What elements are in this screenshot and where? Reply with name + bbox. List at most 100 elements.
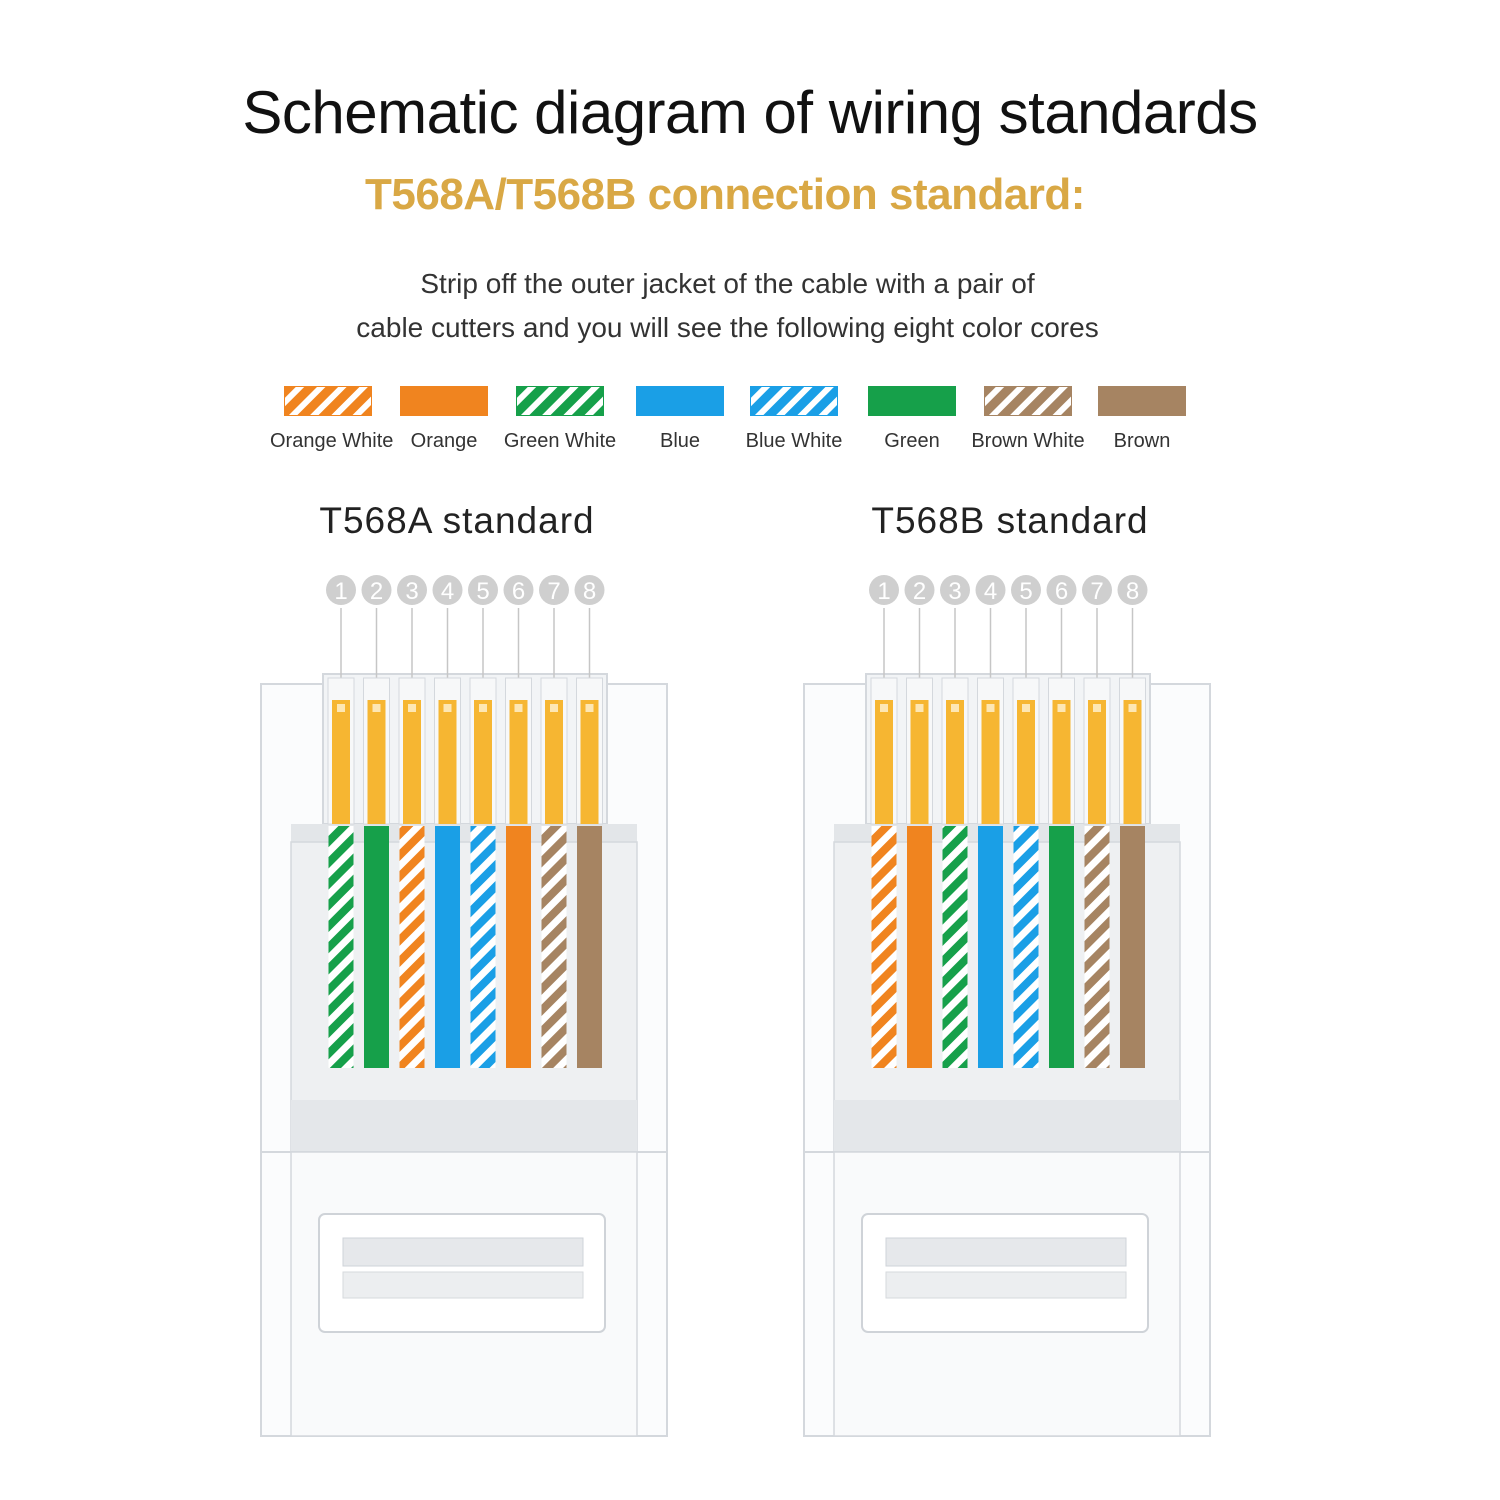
wire-core — [577, 826, 602, 1068]
contact-highlight — [443, 704, 452, 712]
contact-highlight — [372, 704, 381, 712]
pin-number-badge: 7 — [1082, 575, 1112, 605]
pin-number: 6 — [1055, 578, 1068, 605]
pin-badge-circle — [1011, 575, 1041, 605]
gold-contact — [875, 700, 893, 824]
legend-item-brown: Brown — [1084, 386, 1200, 453]
wire-core — [942, 826, 968, 1068]
page-subtitle: T568A/T568B connection standard: — [365, 170, 1085, 219]
contact-highlight — [951, 704, 959, 712]
gold-contact — [1052, 700, 1071, 824]
pin-badge-circle — [904, 575, 935, 605]
contact-highlight — [986, 704, 995, 712]
pin-badge-circle — [574, 575, 605, 605]
gold-contact — [509, 700, 528, 824]
pin-number-badge: 4 — [432, 575, 463, 605]
legend-label: Green White — [503, 430, 617, 452]
contact-highlight — [1093, 704, 1101, 712]
contact-highlight — [479, 704, 487, 712]
pin-number-badge: 2 — [904, 575, 935, 605]
pin-badge-circle — [1117, 575, 1148, 605]
pin-badge-circle — [1046, 575, 1077, 605]
legend-swatch — [400, 386, 488, 416]
pin-number: 7 — [1090, 578, 1103, 605]
wire-core — [978, 826, 1003, 1068]
wire-core — [328, 826, 354, 1068]
wire-core — [1120, 826, 1145, 1068]
pin-badge-circle — [397, 575, 427, 605]
pin-number: 8 — [1126, 578, 1139, 605]
legend-swatch — [1098, 386, 1186, 416]
pin-number: 6 — [512, 578, 525, 605]
pin-badge-circle — [539, 575, 569, 605]
contact-highlight — [1128, 704, 1137, 712]
wire-core — [399, 826, 425, 1068]
wire-core — [506, 826, 531, 1068]
contact-highlight — [880, 704, 888, 712]
pin-number-badge: 6 — [1046, 575, 1077, 605]
gold-contact — [367, 700, 386, 824]
pin-number: 1 — [877, 578, 890, 605]
contact-highlight — [337, 704, 345, 712]
legend-label: Brown — [1113, 430, 1171, 452]
pin-number-badge: 1 — [326, 575, 356, 605]
pin-number: 2 — [370, 578, 383, 605]
gold-contact — [545, 700, 563, 824]
legend-label: Orange — [410, 430, 478, 452]
gold-contact — [438, 700, 457, 824]
legend-swatch — [284, 386, 372, 416]
color-legend: Orange White Orange Green White Blue Blu… — [270, 386, 1210, 466]
legend-swatch-fill — [1098, 386, 1186, 416]
pin-number: 2 — [913, 578, 926, 605]
legend-swatch-fill — [636, 386, 724, 416]
pin-number-badge: 3 — [940, 575, 970, 605]
pin-badge-circle — [940, 575, 970, 605]
pin-number: 5 — [1019, 578, 1032, 605]
legend-item-orange-white: Orange White — [270, 386, 393, 453]
legend-item-blue: Blue — [622, 386, 738, 453]
legend-swatch — [750, 386, 838, 416]
t568b-title: T568B standard — [871, 500, 1149, 541]
pin-number: 3 — [948, 578, 961, 605]
page-title: Schematic diagram of wiring standards — [242, 79, 1258, 146]
pin-number: 5 — [476, 578, 489, 605]
legend-item-green: Green — [854, 386, 970, 453]
gold-contact — [910, 700, 929, 824]
pin-number-badge: 5 — [468, 575, 498, 605]
strain-relief — [291, 1100, 637, 1152]
legend-label: Blue — [659, 430, 701, 452]
pin-badge-circle — [1082, 575, 1112, 605]
pin-badge-circle — [432, 575, 463, 605]
legend-swatch-fill — [984, 386, 1072, 416]
wire-core — [907, 826, 932, 1068]
legend-swatch-fill — [516, 386, 604, 416]
pin-badge-circle — [503, 575, 534, 605]
legend-item-orange: Orange — [386, 386, 502, 453]
pin-number: 3 — [405, 578, 418, 605]
contact-highlight — [915, 704, 924, 712]
latch-bar — [342, 1237, 584, 1267]
pin-number: 1 — [334, 578, 347, 605]
legend-swatch — [516, 386, 604, 416]
pin-number: 4 — [441, 578, 454, 605]
contact-highlight — [1057, 704, 1066, 712]
latch-bar — [885, 1237, 1127, 1267]
pin-number-badge: 7 — [539, 575, 569, 605]
pin-badge-circle — [975, 575, 1006, 605]
legend-item-brown-white: Brown White — [970, 386, 1086, 453]
wire-core — [541, 826, 567, 1068]
latch-bar — [342, 1271, 584, 1299]
pin-badge-circle — [869, 575, 899, 605]
legend-item-blue-white: Blue White — [736, 386, 852, 453]
legend-item-green-white: Green White — [502, 386, 618, 453]
wire-core — [1084, 826, 1110, 1068]
pin-number-badge: 8 — [574, 575, 605, 605]
pin-badge-circle — [326, 575, 356, 605]
legend-swatch — [984, 386, 1072, 416]
pin-number: 4 — [984, 578, 997, 605]
legend-label: Green — [884, 430, 940, 452]
pin-number-badge: 2 — [361, 575, 392, 605]
